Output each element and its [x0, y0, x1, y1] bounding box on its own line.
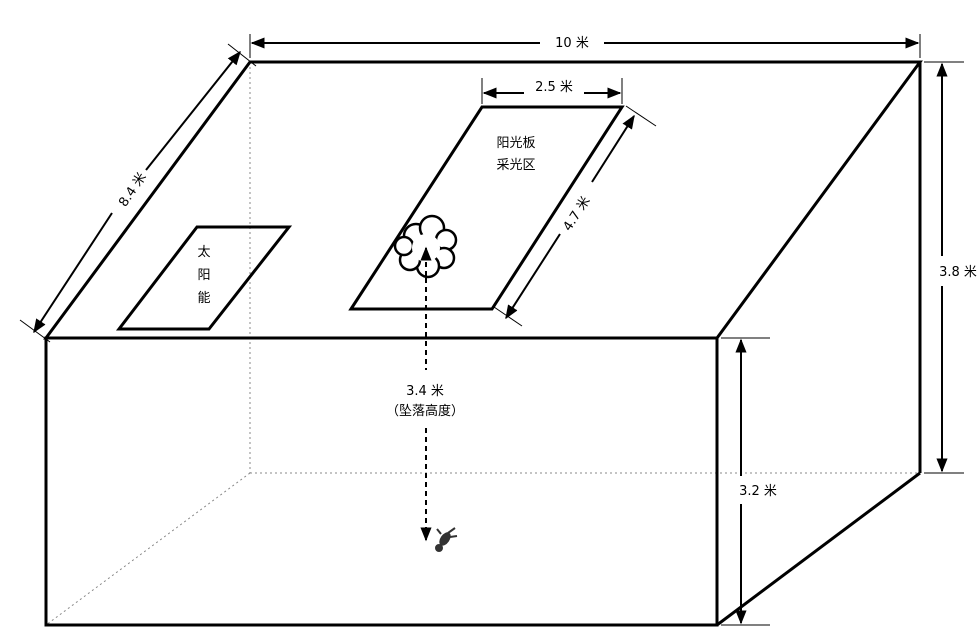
hidden-edges [45, 62, 920, 626]
dimension-width-label: 10 米 [555, 36, 589, 51]
skylight-area [348, 105, 625, 311]
impact-cloud-icon [393, 214, 458, 279]
skylight-name-line-1: 阳光板 [496, 136, 535, 151]
solar-label-char-2: 阳 [197, 268, 210, 283]
dimension-high-height [924, 61, 964, 474]
skylight-name-line-2: 采光区 [496, 158, 535, 173]
dimension-skylight-width [481, 78, 623, 104]
building-outline [43, 60, 923, 627]
dimension-skylight-width-label: 2.5 米 [535, 80, 573, 95]
fall-height-note: （坠落高度） [386, 403, 464, 419]
solar-label-char-1: 太 [197, 245, 210, 260]
roof-face [43, 60, 923, 340]
solar-label-char-3: 能 [197, 291, 210, 306]
right-bottom-edge [716, 471, 921, 627]
dimension-high-height-label: 3.8 米 [939, 265, 977, 280]
front-face [44, 336, 719, 627]
dimension-low-height [721, 337, 770, 626]
dimension-depth [19, 43, 257, 343]
dimension-low-height-label: 3.2 米 [739, 484, 777, 499]
fall-height-label: 3.4 米 [406, 384, 444, 399]
fallen-person-icon [435, 527, 458, 552]
dimension-width [249, 34, 921, 58]
dimension-skylight-length-label: 4.7 米 [560, 194, 593, 234]
dimension-skylight-length [493, 105, 657, 327]
solar-panel [115, 225, 293, 331]
